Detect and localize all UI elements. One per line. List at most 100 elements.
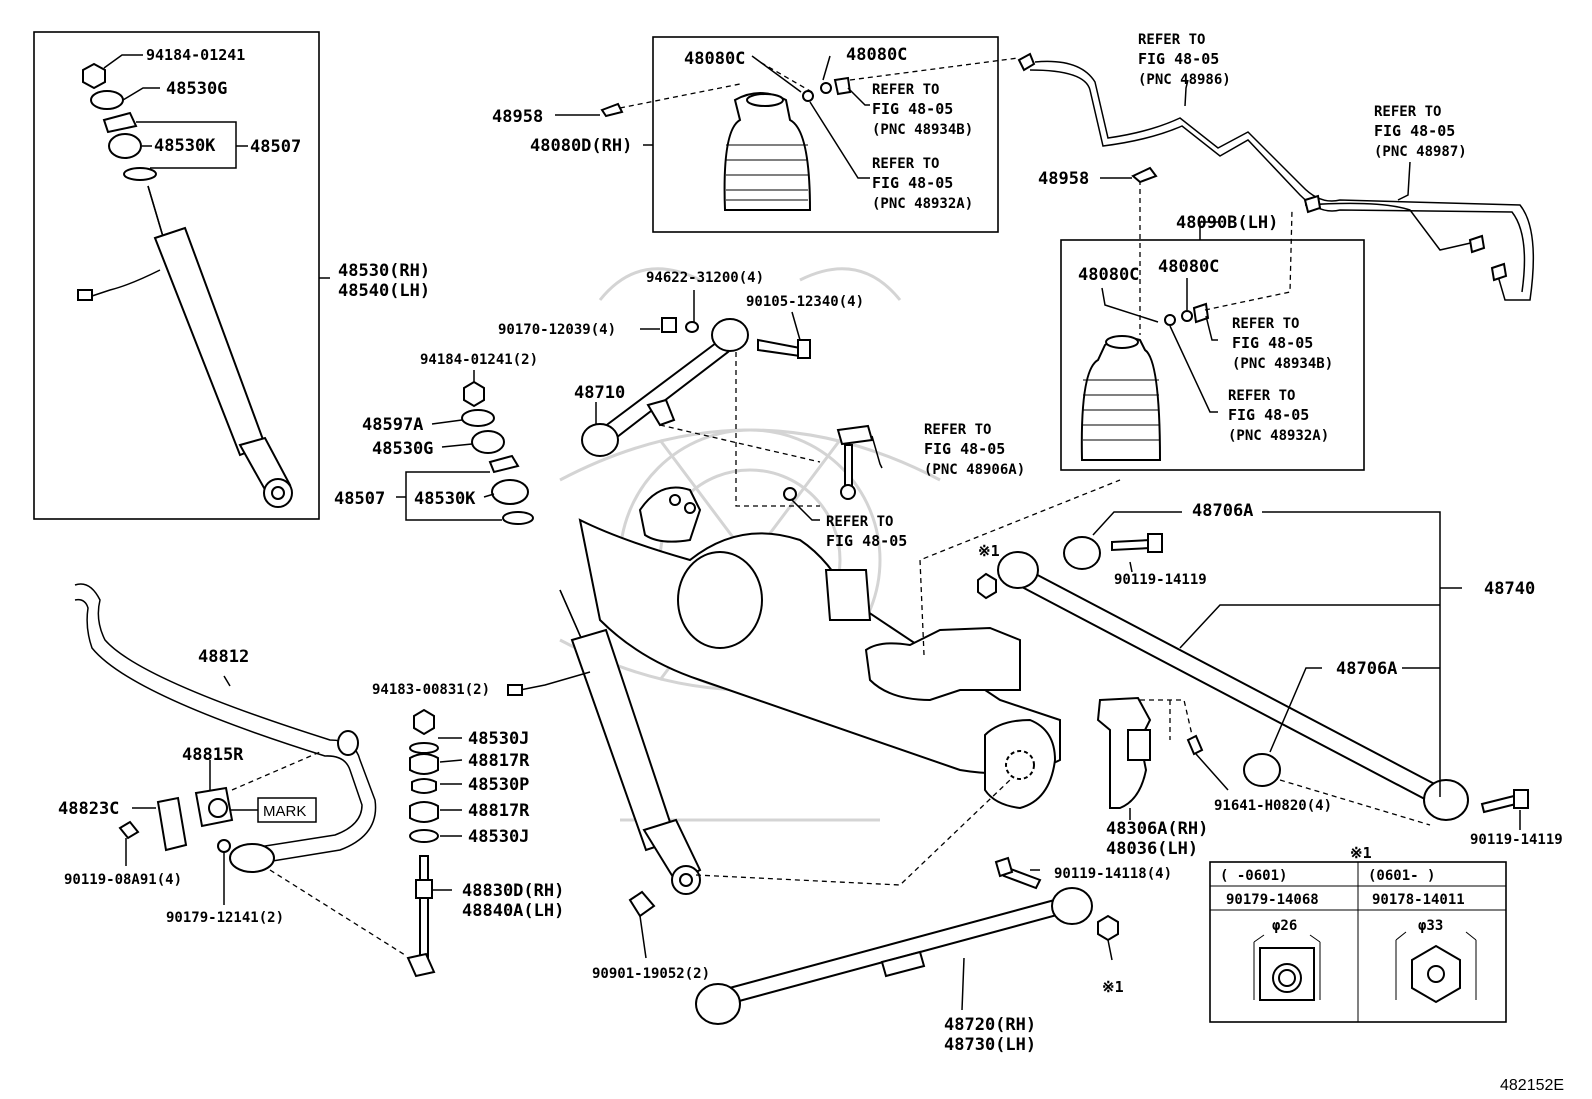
label: 48720(RH) [944,1015,1036,1035]
pipe [1034,60,1535,301]
callout-labels: 94184-01241 48530G 48530K 48507 48530(RH… [58,32,1564,1094]
nut [82,62,106,90]
label: 90119-14118(4) [1054,866,1172,882]
label: 48958 [1038,169,1089,189]
label: 48597A [362,415,423,435]
height-sensor-group [783,424,883,521]
label: (PNC 48934B) [1232,356,1333,372]
label: 94183-00831(2) [372,682,490,698]
label: 48830D(RH) [462,881,564,901]
table-part-col2: 90178-14011 [1372,892,1465,908]
label: 90119-14119 [1470,832,1563,848]
label: 48507 [250,137,301,157]
group-frame [1060,239,1365,471]
sensor-wire [91,269,161,297]
arm-bushing [711,318,749,352]
stabilizer-bracket [156,796,188,852]
label: REFER TO [1374,104,1441,120]
label: 48080D(RH) [530,136,632,156]
label: 90105-12340(4) [746,294,864,310]
lower-arm [720,896,1070,1006]
stabilizer-bar [74,583,377,866]
mark-box [257,797,317,823]
label: 48080C [846,45,907,65]
diagram-id: 482152E [1500,1077,1564,1094]
label: 48036(LH) [1106,839,1198,859]
stabilizer-link [419,855,429,965]
label: 48530P [468,775,529,795]
label: 90119-08A91(4) [64,872,182,888]
label: 48507 [334,489,385,509]
o-ring [802,90,814,102]
label: FIG 48-05 [924,440,1005,458]
mark-label: MARK [263,803,306,820]
stabilizer-link-group [406,708,463,978]
label: REFER TO [872,156,939,172]
label: 48840A(LH) [462,901,564,921]
label: 48823C [58,799,119,819]
label: REFER TO [1228,388,1295,404]
axle-housing [578,486,1061,810]
bolt [118,820,140,840]
label: 48817R [468,751,530,771]
label: FIG 48-05 [1374,122,1455,140]
cushion [90,90,124,110]
table-header-col2: (0601- ) [1368,868,1435,884]
label: 48530K [414,489,476,509]
label: 94184-01241 [146,46,245,64]
label: 48530G [166,79,227,99]
bolt-size-note-table [1209,861,1507,1023]
label: 48740 [1484,579,1535,599]
label: 48530(RH) [338,261,430,281]
group-frame [33,31,320,520]
stabilizer-bar-group [74,583,406,956]
label: ※1 [978,542,1000,560]
label: FIG 48-05 [826,532,907,550]
label: 48812 [198,647,249,667]
label: 48817R [468,801,530,821]
label: (PNC 48932A) [1228,428,1329,444]
label: FIG 48-05 [872,174,953,192]
label: (PNC 48932A) [872,196,973,212]
label: ※1 [1102,978,1124,996]
label: 90170-12039(4) [498,322,616,338]
lower-control-arm-group [695,856,1119,1025]
label: 48815R [182,745,244,765]
label: 48080C [1158,257,1219,277]
bumper-bracket-group [1096,696,1229,820]
label: 48090B(LH) [1176,213,1278,233]
bolt [1186,734,1204,756]
label: 48080C [1078,265,1139,285]
label: REFER TO [826,514,893,530]
washer [123,167,157,181]
air-spring-bellows [1080,336,1162,461]
cushion [108,133,142,159]
label: (PNC 48987) [1374,144,1467,160]
bolt [628,890,656,918]
o-ring [1181,310,1193,322]
bolt [1111,538,1151,552]
table-header-col1: ( -0601) [1220,868,1287,884]
label: 90119-14119 [1114,572,1207,588]
nut [661,317,677,333]
label: 48530G [372,439,433,459]
label: 48958 [492,107,543,127]
bolt [757,338,801,358]
air-spring-rh-group [555,36,1019,233]
label: 90179-12141(2) [166,910,284,926]
shock-body [153,226,267,457]
label: 48706A [1336,659,1397,679]
label: FIG 48-05 [1232,334,1313,352]
label: 48540(LH) [338,281,430,301]
air-spring-lh-group [1060,166,1365,471]
o-ring [820,82,832,94]
bushing [1063,536,1101,570]
upper-control-arm-group [581,290,821,507]
label: 91641-H0820(4) [1214,798,1332,814]
fitting [833,76,852,96]
label: FIG 48-05 [1228,406,1309,424]
o-ring [1164,314,1176,326]
label: 48710 [574,383,625,403]
table-marker: ※1 [1350,844,1372,862]
label: REFER TO [1138,32,1205,48]
